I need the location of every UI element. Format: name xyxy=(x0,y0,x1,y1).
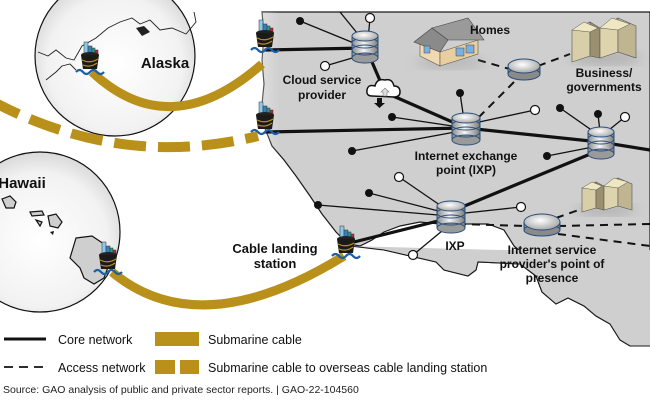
cable-landing-label-2: station xyxy=(254,256,297,271)
legend-submarine-swatch xyxy=(155,332,199,346)
ixp-south-label: IXP xyxy=(445,239,464,253)
endpoint-open xyxy=(364,12,376,24)
legend-submarine-label: Submarine cable xyxy=(208,333,302,347)
download-arrow-icon xyxy=(374,98,385,108)
router-isp-pop xyxy=(523,213,561,237)
endpoint-filled xyxy=(314,201,322,209)
endpoint-filled xyxy=(594,110,602,118)
endpoint-open xyxy=(319,60,331,72)
isp-pop-label-2: provider's point of xyxy=(500,257,606,271)
hawaii-island-molokai xyxy=(29,210,45,217)
router-homes-access xyxy=(507,58,541,81)
legend-overseas-swatch-b xyxy=(180,360,199,374)
submarine-cables xyxy=(0,60,347,310)
legend-access-label: Access network xyxy=(58,361,146,375)
cable-landing-station-icon xyxy=(250,19,280,54)
endpoint-filled xyxy=(296,17,304,25)
cable-overseas xyxy=(0,99,260,153)
ixp-main-label-2: point (IXP) xyxy=(436,163,496,177)
endpoint-filled xyxy=(456,89,464,97)
building-icon-isp xyxy=(576,177,636,215)
endpoint-filled xyxy=(556,104,564,112)
cloud-icon xyxy=(366,78,401,108)
access-network-lines xyxy=(457,53,650,247)
alaska-inset: Alaska xyxy=(34,0,197,137)
core-line xyxy=(448,148,602,214)
legend-core-label: Core network xyxy=(58,333,133,347)
hawaii-island-kahoolawe xyxy=(50,231,54,235)
endpoint-open xyxy=(529,104,541,116)
isp-pop-label-3: presence xyxy=(526,271,579,285)
router-east xyxy=(587,126,615,160)
southern-coastline xyxy=(349,245,650,347)
coast-fade xyxy=(220,12,280,312)
cable-landing-station-icon xyxy=(250,101,280,136)
mainland-map xyxy=(220,11,650,347)
alaska-label: Alaska xyxy=(141,55,190,72)
endpoint-dots xyxy=(296,12,631,261)
core-line xyxy=(264,46,368,52)
cloud-provider-label-1: Cloud service xyxy=(283,73,362,87)
legend: Core network Access network Submarine ca… xyxy=(4,332,487,375)
homes-label: Homes xyxy=(470,23,510,37)
legend-overseas-label: Submarine cable to overseas cable landin… xyxy=(208,361,487,375)
legend-overseas-swatch-a xyxy=(155,360,175,374)
cable-landing-label-1: Cable landing xyxy=(232,241,317,256)
alaska-coastline-south xyxy=(45,63,77,81)
business-label-1: Business/ xyxy=(576,66,633,80)
southern-land xyxy=(350,246,650,346)
cable-landing-station-icon xyxy=(331,225,361,260)
core-line xyxy=(464,126,602,144)
isp-pop-label-1: Internet service xyxy=(508,243,597,257)
endpoint-filled xyxy=(348,147,356,155)
building-icon-business xyxy=(569,17,641,64)
endpoint-open xyxy=(619,111,631,123)
cable-alaska xyxy=(88,60,265,112)
cable-landing-station-icon xyxy=(93,241,123,276)
hawaii-label: Hawaii xyxy=(0,175,46,192)
alaska-coastline xyxy=(37,11,197,61)
endpoint-open xyxy=(393,171,405,183)
hawaii-island-maui xyxy=(47,213,63,229)
ixp-main-label-1: Internet exchange xyxy=(415,149,518,163)
router-ixp-south xyxy=(436,200,466,234)
router-ixp-main xyxy=(451,112,481,146)
cable-landing-station-icon xyxy=(75,41,105,76)
home-icon xyxy=(413,17,485,68)
endpoint-open xyxy=(515,201,527,213)
cable-hawaii xyxy=(109,252,347,310)
alaska-island xyxy=(136,26,150,36)
router-cloud-provider xyxy=(351,30,379,64)
source-note: Source: GAO analysis of public and priva… xyxy=(3,384,359,396)
cable-landing-icons xyxy=(75,19,361,276)
endpoint-filled xyxy=(543,152,551,160)
hawaii-inset: Hawaii xyxy=(0,151,121,313)
business-label-2: governments xyxy=(566,80,642,94)
endpoint-filled xyxy=(388,113,396,121)
cloud-provider-label-2: provider xyxy=(298,88,346,102)
endpoint-filled xyxy=(365,189,373,197)
endpoint-open xyxy=(407,249,419,261)
core-line xyxy=(344,216,452,246)
hawaii-island-oahu xyxy=(1,195,17,209)
core-line xyxy=(264,126,468,134)
hawaii-island-lanai xyxy=(34,218,43,228)
